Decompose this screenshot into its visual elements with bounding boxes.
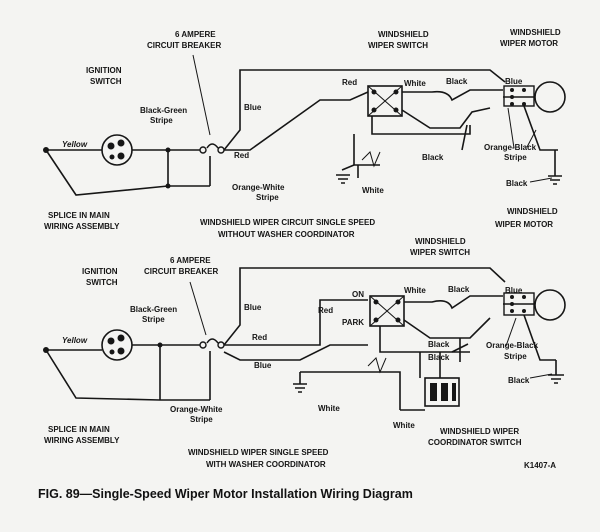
bottom-white-sw-label: White (404, 286, 426, 295)
circuit-breaker-bottom (199, 338, 225, 349)
bottom-yellow-label: Yellow (62, 336, 88, 345)
bottom-black-sw-label: Black (448, 285, 470, 294)
bottom-ob-label-2: Stripe (504, 352, 527, 361)
bottom-bg-label-1: Black-Green (130, 305, 177, 314)
top-title-2: WITHOUT WASHER COORDINATOR (218, 230, 355, 239)
top-motor2-label-1: WINDSHIELD (507, 207, 558, 216)
bottom-switch-label-2: WIPER SWITCH (410, 248, 470, 257)
ignition-switch-top (101, 134, 133, 166)
bottom-splice-label-1: SPLICE IN MAIN (48, 425, 110, 434)
top-breaker-label-1: 6 AMPERE (175, 30, 216, 39)
top-splice-label-2: WIRING ASSEMBLY (44, 222, 120, 231)
bottom-ob-label-1: Orange-Black (486, 341, 539, 350)
top-switch-label-2: WIPER SWITCH (368, 41, 428, 50)
bottom-red-sw-label: Red (318, 306, 333, 315)
bottom-black-c1-label: Black (428, 340, 450, 349)
figure-ref-code: K1407-A (524, 461, 556, 470)
bottom-blue2-label: Blue (254, 361, 272, 370)
top-red-label: Red (234, 151, 249, 160)
bottom-red1-label: Red (252, 333, 267, 342)
top-motor-label-1: WINDSHIELD (510, 28, 561, 37)
bottom-park-label: PARK (342, 318, 364, 327)
top-black-gnd-label: Black (506, 179, 528, 188)
bottom-blue1-label: Blue (244, 303, 262, 312)
top-black-mid-label: Black (422, 153, 444, 162)
bottom-coord-label-2: COORDINATOR SWITCH (428, 438, 522, 447)
top-splice-label-1: SPLICE IN MAIN (48, 211, 110, 220)
top-breaker-label-2: CIRCUIT BREAKER (147, 41, 221, 50)
bottom-black-c2-label: Black (428, 353, 450, 362)
top-blue-label: Blue (244, 103, 262, 112)
bottom-breaker-label-1: 6 AMPERE (170, 256, 211, 265)
top-ow-label-1: Orange-White (232, 183, 285, 192)
bottom-title-1: WINDSHIELD WIPER SINGLE SPEED (188, 448, 329, 457)
bottom-coord-label-1: WINDSHIELD WIPER (440, 427, 519, 436)
bottom-blue-motor-label: Blue (505, 286, 523, 295)
top-ignition-label-2: SWITCH (90, 77, 122, 86)
bottom-black-gnd-label: Black (508, 376, 530, 385)
top-motor-label-2: WIPER MOTOR (500, 39, 558, 48)
bottom-ow-label-1: Orange-White (170, 405, 223, 414)
bottom-breaker-label-2: CIRCUIT BREAKER (144, 267, 218, 276)
top-switch-label-1: WINDSHIELD (378, 30, 429, 39)
bottom-switch-label-1: WINDSHIELD (415, 237, 466, 246)
figure-caption: FIG. 89—Single-Speed Wiper Motor Install… (38, 487, 413, 501)
bottom-ignition-label-2: SWITCH (86, 278, 118, 287)
top-bg-label-2: Stripe (150, 116, 173, 125)
bottom-white2-label: White (393, 421, 415, 430)
bottom-splice-label-2: WIRING ASSEMBLY (44, 436, 120, 445)
top-white-gnd-label: White (362, 186, 384, 195)
wiper-switch-top (367, 85, 403, 117)
circuit-breaker-top (199, 143, 225, 154)
ignition-switch-bottom (101, 329, 133, 361)
bottom-ow-label-2: Stripe (190, 415, 213, 424)
top-title-1: WINDSHIELD WIPER CIRCUIT SINGLE SPEED (200, 218, 375, 227)
top-red-sw-label: Red (342, 78, 357, 87)
bottom-white1-label: White (318, 404, 340, 413)
top-blue-motor-label: Blue (505, 77, 523, 86)
bottom-circuit (43, 267, 566, 411)
bottom-on-label: ON (352, 290, 364, 299)
top-motor2-label-2: WIPER MOTOR (495, 220, 553, 229)
top-ow-label-2: Stripe (256, 193, 279, 202)
bottom-bg-label-2: Stripe (142, 315, 165, 324)
wiper-switch-bottom (369, 295, 405, 327)
top-ob-label-1: Orange-Black (484, 143, 537, 152)
bottom-ignition-label-1: IGNITION (82, 267, 118, 276)
top-ob-label-2: Stripe (504, 153, 527, 162)
top-black-sw-label: Black (446, 77, 468, 86)
top-bg-label-1: Black-Green (140, 106, 187, 115)
wiper-motor-bottom (503, 289, 566, 321)
coordinator-switch (424, 377, 460, 407)
top-yellow-label: Yellow (62, 140, 88, 149)
top-white-sw-label: White (404, 79, 426, 88)
top-ignition-label-1: IGNITION (86, 66, 122, 75)
top-circuit (43, 54, 566, 196)
bottom-title-2: WITH WASHER COORDINATOR (206, 460, 326, 469)
